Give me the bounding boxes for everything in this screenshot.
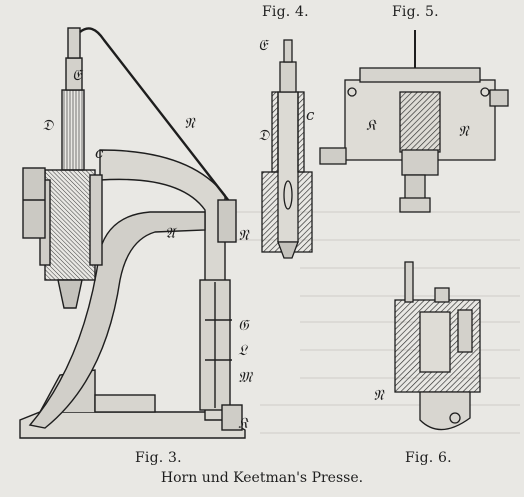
- fig3-caption: Fig. 3.: [135, 450, 182, 466]
- label-A: 𝔄: [165, 224, 178, 242]
- plate-title: Horn und Keetman's Presse.: [160, 470, 364, 486]
- fig5-valve-drawing: [319, 30, 509, 213]
- label-M: 𝔐: [238, 368, 254, 386]
- label-L: 𝔏: [238, 341, 249, 359]
- label-G: 𝔊: [238, 316, 250, 334]
- label-N-fig3: 𝔑: [238, 226, 250, 244]
- label-R-fig3: 𝔑: [184, 114, 196, 132]
- label-K-fig3: 𝔎: [238, 414, 249, 432]
- part-labels: 𝔈 𝔇 𝔑 c 𝔄 𝔊 𝔏 𝔐 𝔎 𝔑 𝔈 𝔇 c 𝔎 𝔑 𝔑: [42, 36, 470, 432]
- fig5-caption: Fig. 5.: [392, 4, 439, 20]
- label-E: 𝔈: [72, 66, 84, 84]
- label-E-fig4: 𝔈: [258, 36, 270, 54]
- fig4-section-drawing: [261, 39, 313, 259]
- label-N-fig6: 𝔑: [373, 386, 385, 404]
- label-c-fig4: c: [306, 106, 315, 124]
- label-D-fig4: 𝔇: [258, 126, 270, 144]
- fig4-caption: Fig. 4.: [262, 4, 309, 20]
- label-D: 𝔇: [42, 116, 54, 134]
- fig6-valve-drawing: [394, 261, 481, 431]
- label-N-fig5: 𝔑: [458, 122, 470, 140]
- fig6-caption: Fig. 6.: [405, 450, 452, 466]
- label-K-fig5: 𝔎: [366, 116, 377, 134]
- fig3-press-drawing: [19, 27, 246, 439]
- label-c-fig3: c: [95, 144, 104, 162]
